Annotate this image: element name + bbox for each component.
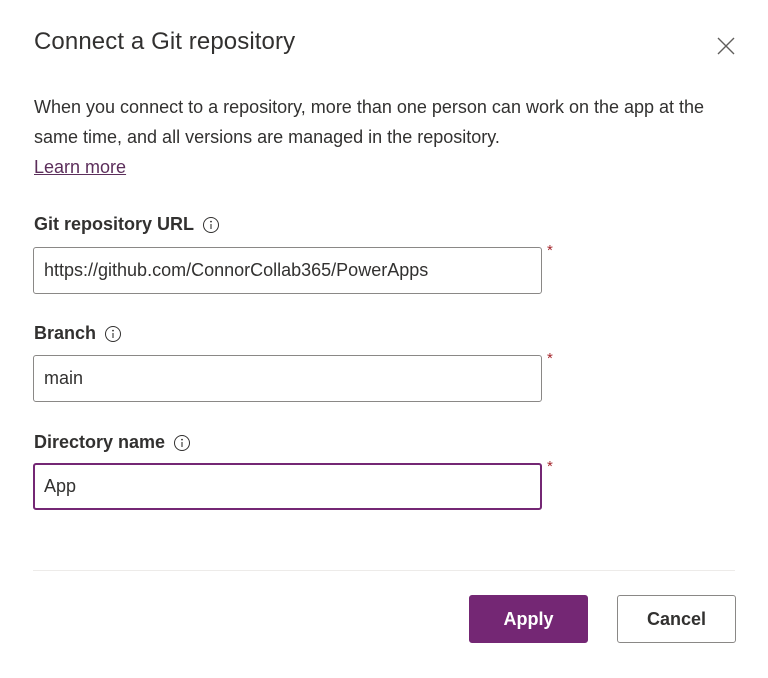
footer-separator — [33, 570, 735, 571]
learn-more-link[interactable]: Learn more — [34, 157, 127, 177]
info-icon[interactable] — [104, 325, 122, 343]
branch-label-text: Branch — [34, 323, 97, 343]
required-marker: * — [547, 458, 553, 475]
git-url-label: Git repository URL — [34, 214, 220, 235]
directory-name-label-text: Directory name — [34, 432, 166, 452]
branch-input[interactable] — [33, 355, 542, 402]
required-marker: * — [547, 242, 553, 259]
apply-button[interactable]: Apply — [469, 595, 588, 643]
directory-name-label: Directory name — [34, 432, 191, 453]
branch-label: Branch — [34, 323, 122, 344]
cancel-button[interactable]: Cancel — [617, 595, 736, 643]
info-icon[interactable] — [202, 216, 220, 234]
info-icon[interactable] — [173, 434, 191, 452]
dialog-description: When you connect to a repository, more t… — [34, 92, 734, 182]
description-text: When you connect to a repository, more t… — [34, 97, 705, 147]
directory-name-input[interactable] — [33, 463, 542, 510]
close-button[interactable] — [712, 32, 740, 60]
git-url-label-text: Git repository URL — [34, 214, 195, 234]
dialog-title: Connect a Git repository — [34, 28, 296, 55]
close-icon — [712, 32, 740, 60]
git-url-input[interactable] — [33, 247, 542, 294]
required-marker: * — [547, 350, 553, 367]
